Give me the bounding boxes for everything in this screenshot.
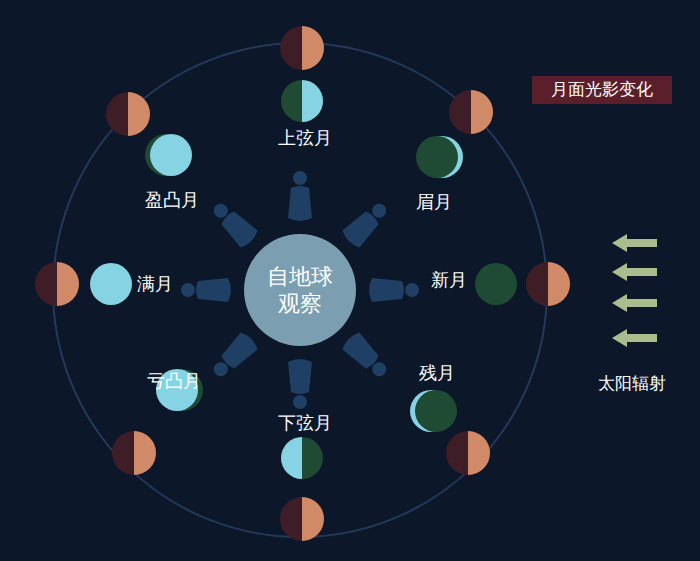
sun-ray-arrows (612, 234, 657, 347)
node-text: 自地球 观察 (264, 263, 336, 318)
phase-label: 上弦月 (278, 128, 332, 148)
phase-label: 新月 (431, 270, 467, 290)
title-box: 月面光影变化 (532, 76, 672, 104)
phase-label: 眉月 (416, 192, 452, 212)
orbit-moons (35, 26, 570, 541)
phase-label: 残月 (419, 363, 455, 383)
phase-label: 下弦月 (278, 413, 332, 433)
orbit-circle (53, 43, 547, 537)
observer-figures (181, 171, 419, 409)
phase-label: 亏凸月 (147, 371, 201, 391)
phase-label: 盈凸月 (145, 190, 199, 210)
phase-appearances (90, 80, 517, 479)
phase-label: 满月 (137, 274, 173, 294)
sun-label: 太阳辐射 (598, 374, 666, 393)
node-text: 月面光影变化 (551, 79, 653, 100)
earth-circle: 自地球 观察 (244, 234, 356, 346)
